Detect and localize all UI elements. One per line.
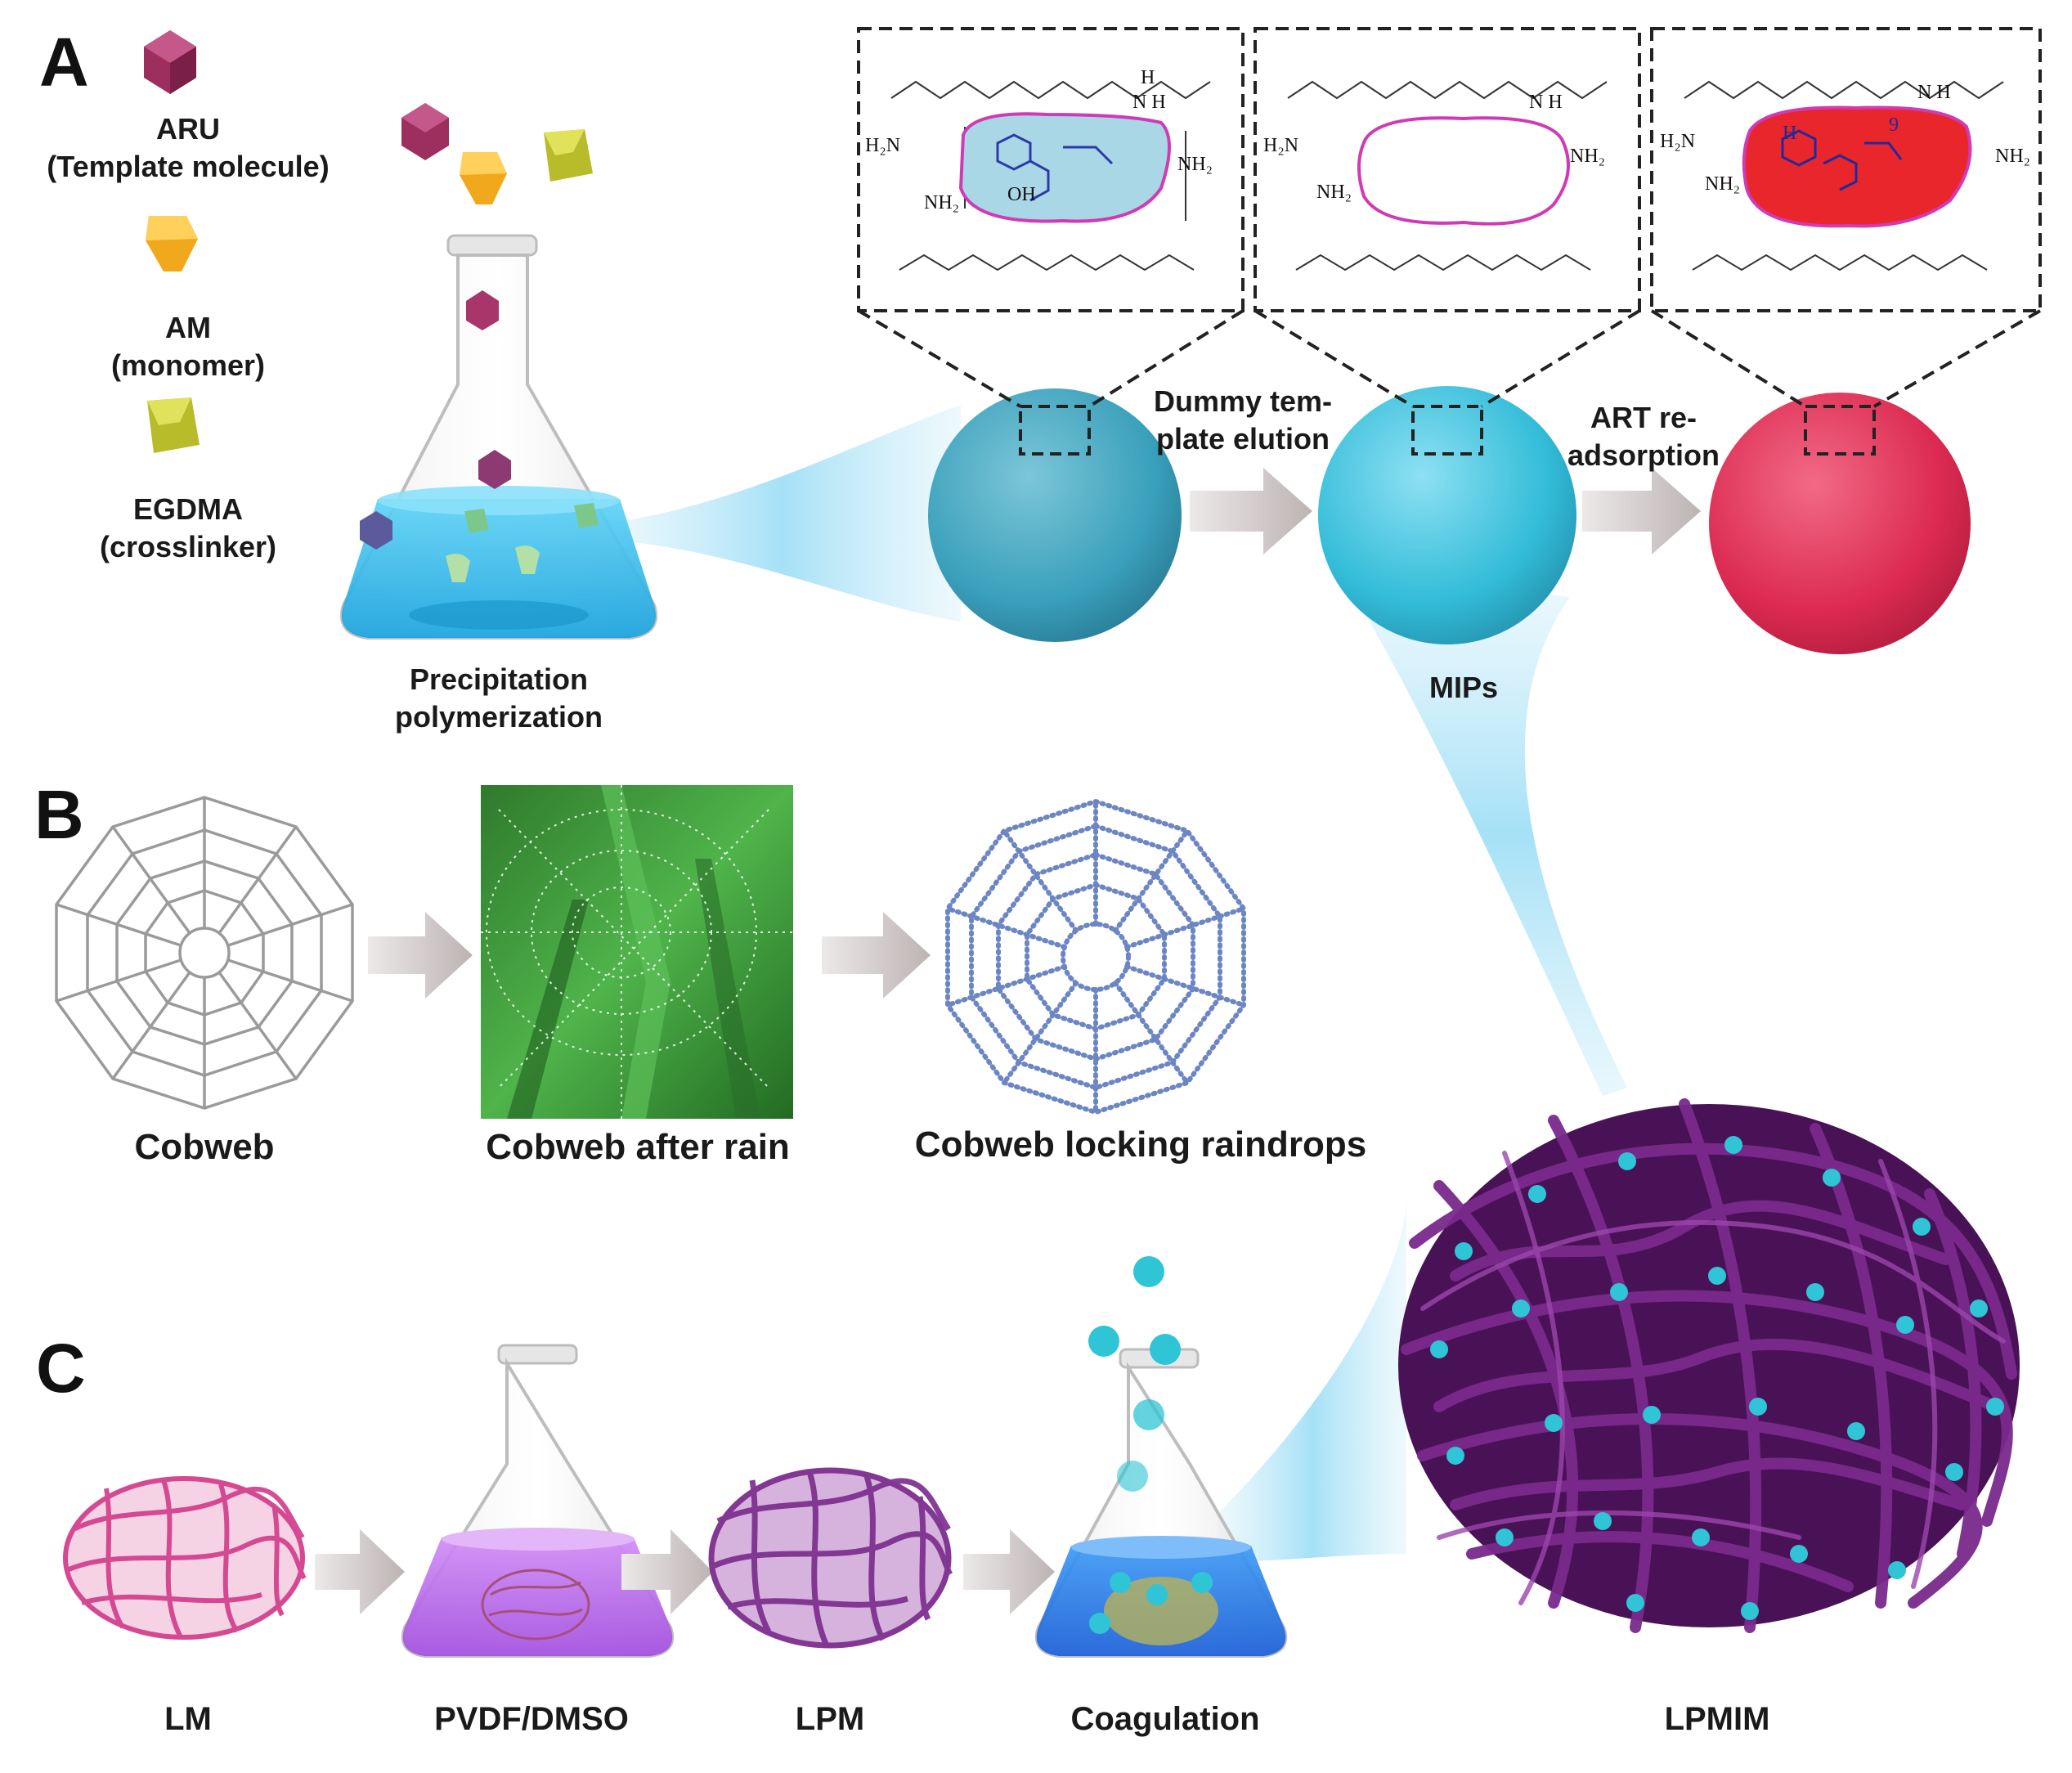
readsorption-line-2: adsorption (1567, 438, 1720, 472)
polymer-sphere (928, 388, 1182, 642)
panel-letter-c: C (36, 1330, 86, 1407)
arrow-cobweb-to-rain (368, 912, 473, 999)
beam-mips-to-lpmim (1341, 572, 1627, 1096)
falling-beads (1088, 1256, 1181, 1492)
chem-nh-2: N H (1529, 92, 1563, 113)
readsorption-line-1: ART re- (1590, 401, 1697, 434)
chem-nh2-2: NH₂ (924, 192, 960, 213)
legend-aru-desc: (Template molecule) (47, 150, 330, 183)
chem-nh-1: N H (1132, 92, 1166, 113)
chem-h2n-1: H₂N (865, 135, 901, 156)
elution-line-2: plate elution (1155, 422, 1330, 456)
chem-nh2-4: NH₂ (1316, 182, 1352, 203)
chem-nine: 9 (1889, 114, 1899, 136)
chem-nh-3: N H (1917, 82, 1951, 103)
cobweb-label: Cobweb (134, 1127, 275, 1167)
arrow-lpm-to-coagulation (963, 1529, 1055, 1614)
panel-letter-a: A (39, 24, 89, 101)
legend-aru: ARU (Template molecule) (33, 110, 343, 186)
legend-am-desc: (monomer) (111, 348, 265, 382)
arrow-lm-to-pvdf (315, 1529, 405, 1614)
arrow-elution (1190, 468, 1312, 554)
chem-h2n-3: H₂N (1660, 131, 1696, 152)
legend-egdma-name: EGDMA (133, 492, 243, 526)
zoom-box-1 (857, 27, 1245, 408)
lm-network (63, 1476, 307, 1640)
egdma-gem-icon (147, 397, 200, 453)
pvdf-label: PVDF/DMSO (434, 1701, 629, 1737)
lpm-label: LPM (795, 1701, 865, 1737)
chem-h2n-2: H₂N (1263, 135, 1299, 156)
coagulation-label: Coagulation (1070, 1701, 1260, 1737)
precipitation-line-2: polymerization (394, 700, 603, 734)
chem-h-ring: H (1783, 123, 1797, 144)
lpmim-label: LPMIM (1664, 1701, 1770, 1737)
coagulation-flask (1034, 1348, 1288, 1658)
am-gem-icon (146, 216, 198, 272)
panel-letter-b: B (34, 776, 84, 853)
chem-nh2-5: NH₂ (1995, 146, 2031, 167)
lpm-network (708, 1467, 953, 1649)
aru-gem-icon (144, 30, 196, 94)
chem-nh2-3: NH₂ (1570, 146, 1606, 167)
beam-flask-to-sphere (605, 405, 961, 622)
precipitation-line-1: Precipitation (409, 662, 589, 696)
arrow-rain-to-locking (822, 912, 931, 999)
legend-am-name: AM (165, 311, 211, 344)
floating-aru-icon (401, 103, 449, 160)
chem-nh2-1: NH₂ (1177, 154, 1213, 175)
chem-oh-1: OH (1007, 184, 1036, 205)
cobweb-locking-raindrops (945, 798, 1246, 1115)
readsorbed-sphere (1709, 393, 1971, 654)
legend-aru-name: ARU (156, 112, 220, 146)
readsorption-label: ART re- adsorption (1537, 399, 1750, 474)
locking-label: Cobweb locking raindrops (914, 1124, 1367, 1165)
legend-am: AM (monomer) (33, 309, 343, 384)
precipitation-label: Precipitation polymerization (343, 661, 654, 736)
zoom-box-2 (1254, 27, 1641, 408)
legend-egdma-desc: (crosslinker) (99, 530, 277, 563)
arrow-readsorption (1582, 468, 1701, 554)
floating-egdma-icon (544, 129, 593, 182)
cobweb-drawing (55, 796, 354, 1110)
lm-label: LM (164, 1701, 212, 1737)
chem-nh2-6: NH₂ (1705, 173, 1741, 195)
elution-label: Dummy tem- plate elution (1137, 383, 1349, 458)
mips-label: MIPs (1428, 671, 1499, 704)
beam-coagulation-to-lpmim (1218, 1194, 1406, 1562)
reaction-flask (340, 234, 657, 640)
chem-h-1: H (1141, 67, 1155, 88)
after-rain-label: Cobweb after rain (486, 1127, 790, 1167)
floating-am-icon (460, 152, 507, 204)
cobweb-after-rain-photo (481, 785, 793, 1119)
legend-egdma: EGDMA (crosslinker) (33, 491, 343, 566)
lpmim-network (1398, 1098, 2020, 1633)
arrow-pvdf-to-lpm (621, 1529, 713, 1614)
zoom-box-3 (1650, 27, 2042, 408)
pvdf-flask (401, 1344, 675, 1658)
elution-line-1: Dummy tem- (1153, 384, 1333, 418)
mips-sphere (1318, 386, 1576, 644)
